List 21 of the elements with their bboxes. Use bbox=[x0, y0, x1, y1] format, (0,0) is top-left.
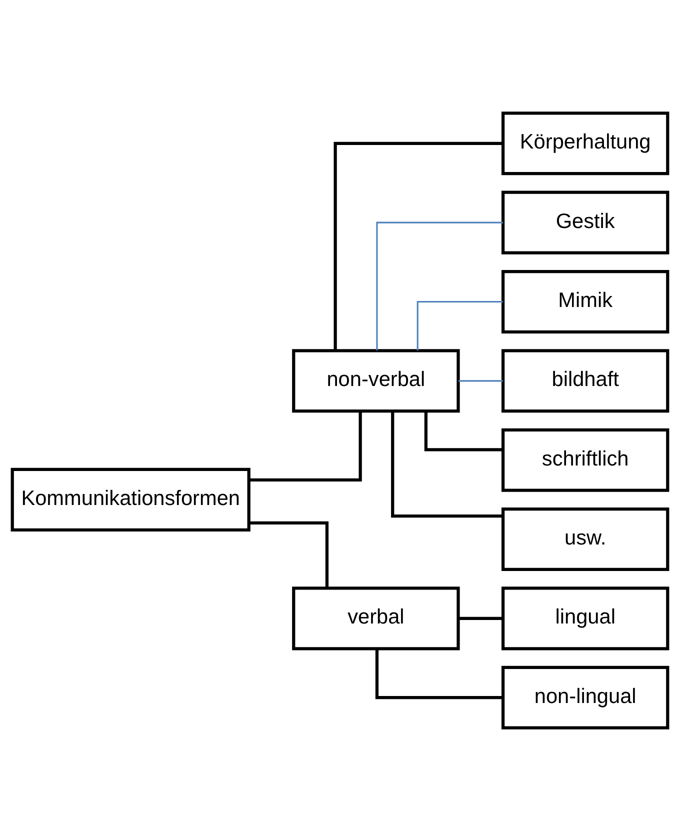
node-box: schriftlich bbox=[501, 428, 670, 492]
connector bbox=[458, 380, 503, 382]
connector bbox=[416, 300, 503, 350]
node-box: non-verbal bbox=[292, 348, 460, 412]
connector bbox=[424, 410, 503, 451]
node-box: Körperhaltung bbox=[501, 111, 670, 175]
connector bbox=[391, 410, 503, 518]
node-box: Mimik bbox=[501, 269, 670, 333]
connector bbox=[458, 616, 503, 620]
connector bbox=[249, 410, 362, 481]
node-box: Kommunikationsformen bbox=[10, 467, 250, 531]
connector bbox=[249, 520, 329, 588]
connector bbox=[375, 648, 503, 699]
node-box: lingual bbox=[501, 586, 670, 650]
connector bbox=[334, 141, 503, 350]
node-box: Gestik bbox=[501, 190, 670, 254]
node-box: usw. bbox=[501, 507, 670, 571]
node-box: verbal bbox=[292, 586, 460, 650]
node-box: non-lingual bbox=[501, 665, 670, 729]
connector bbox=[376, 221, 503, 350]
node-box: bildhaft bbox=[501, 348, 670, 412]
